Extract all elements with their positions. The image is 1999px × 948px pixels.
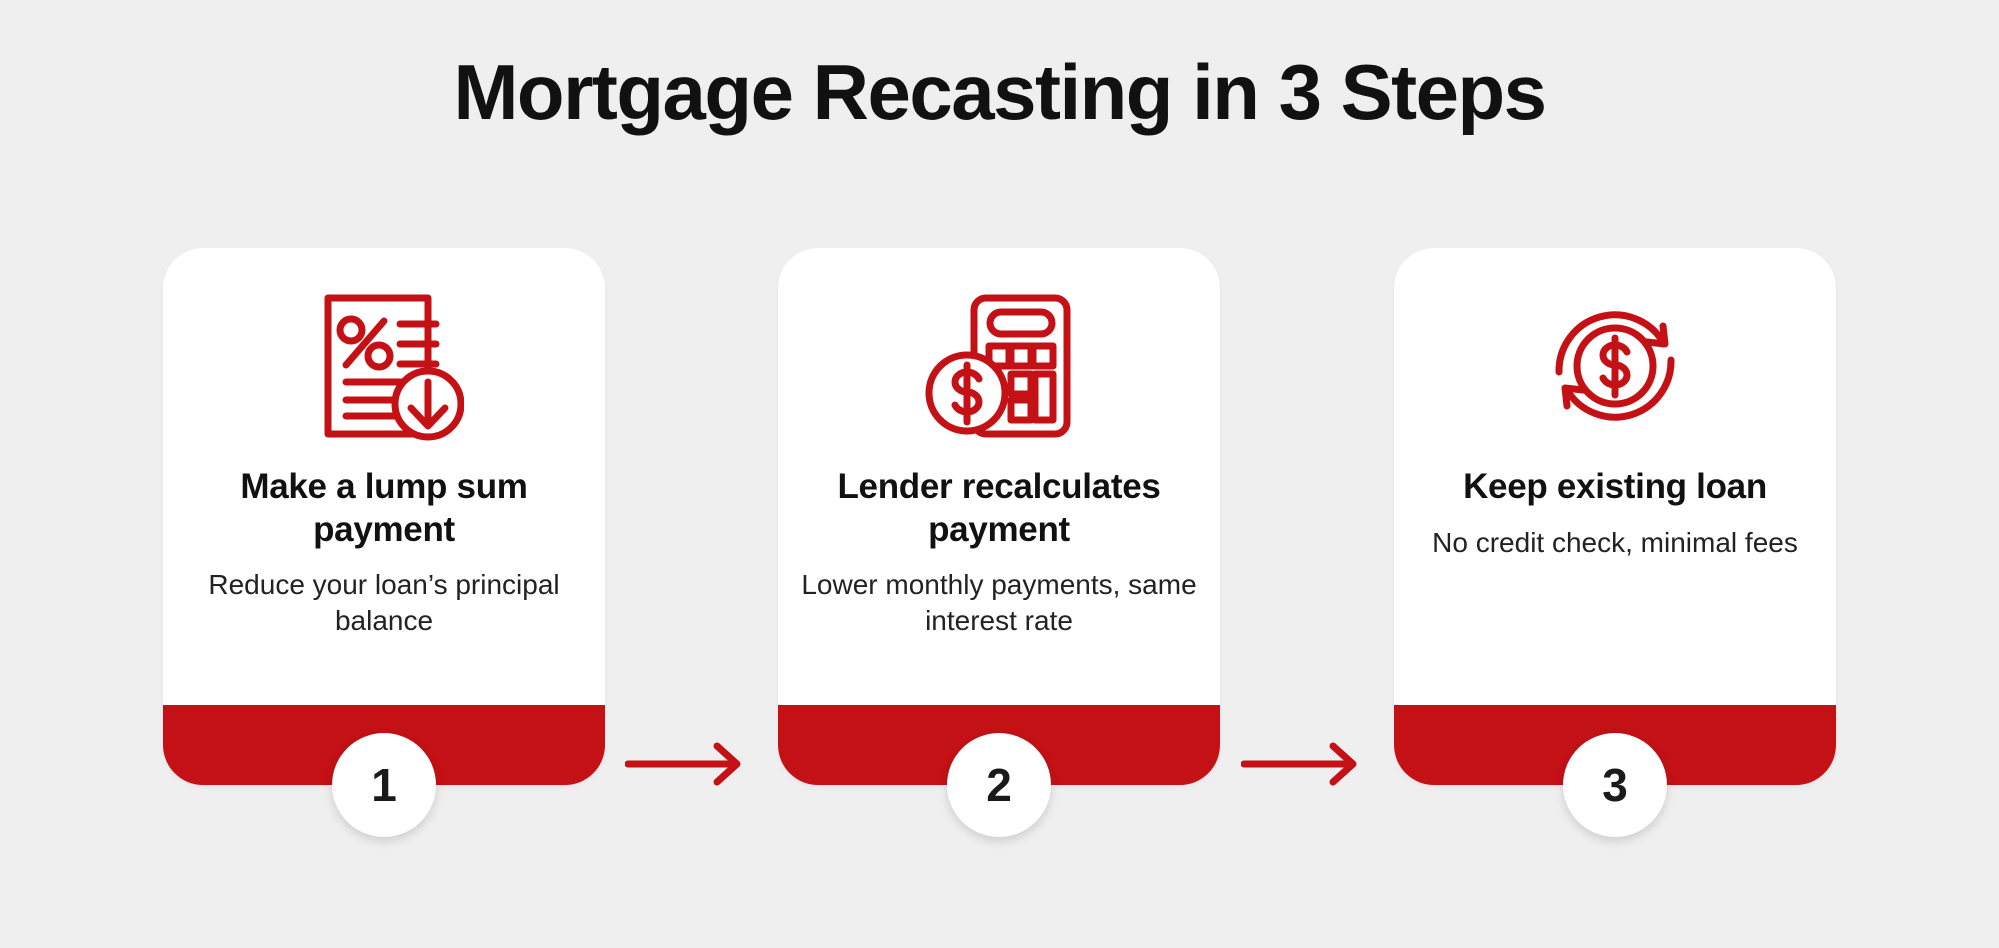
step-card-1-body: Make a lump sum payment Reduce your loan…	[163, 248, 605, 705]
step-card-1: Make a lump sum payment Reduce your loan…	[163, 248, 605, 785]
step-card-1-title: Make a lump sum payment	[240, 467, 528, 549]
arrow-right-icon	[1240, 741, 1363, 787]
document-percent-down-arrow-icon	[299, 282, 469, 450]
step-number-badge-1: 1	[332, 733, 436, 837]
step-card-2-subtitle: Lower monthly payments, same interest ra…	[801, 569, 1197, 637]
refresh-cycle-dollar-icon	[1530, 282, 1700, 450]
steps-row: Make a lump sum payment Reduce your loan…	[0, 248, 1999, 837]
step-card-2: Lender recalculates payment Lower monthl…	[778, 248, 1220, 785]
step-number-badge-2: 2	[947, 733, 1051, 837]
step-card-3-subtitle: No credit check, minimal fees	[1432, 526, 1798, 558]
step-card-3-title: Keep existing loan	[1463, 467, 1767, 506]
step-card-1-subtitle: Reduce your loan’s principal balance	[208, 569, 560, 637]
arrow-right-icon	[624, 741, 747, 787]
page-title: Mortgage Recasting in 3 Steps	[453, 48, 1547, 136]
step-card-2-body: Lender recalculates payment Lower monthl…	[778, 248, 1220, 705]
step-card-2-title: Lender recalculates payment	[837, 467, 1161, 549]
calculator-dollar-coin-icon	[914, 282, 1084, 450]
step-card-3-body: Keep existing loan No credit check, mini…	[1394, 248, 1836, 705]
step-card-3: Keep existing loan No credit check, mini…	[1394, 248, 1836, 785]
step-number-badge-3: 3	[1563, 733, 1667, 837]
